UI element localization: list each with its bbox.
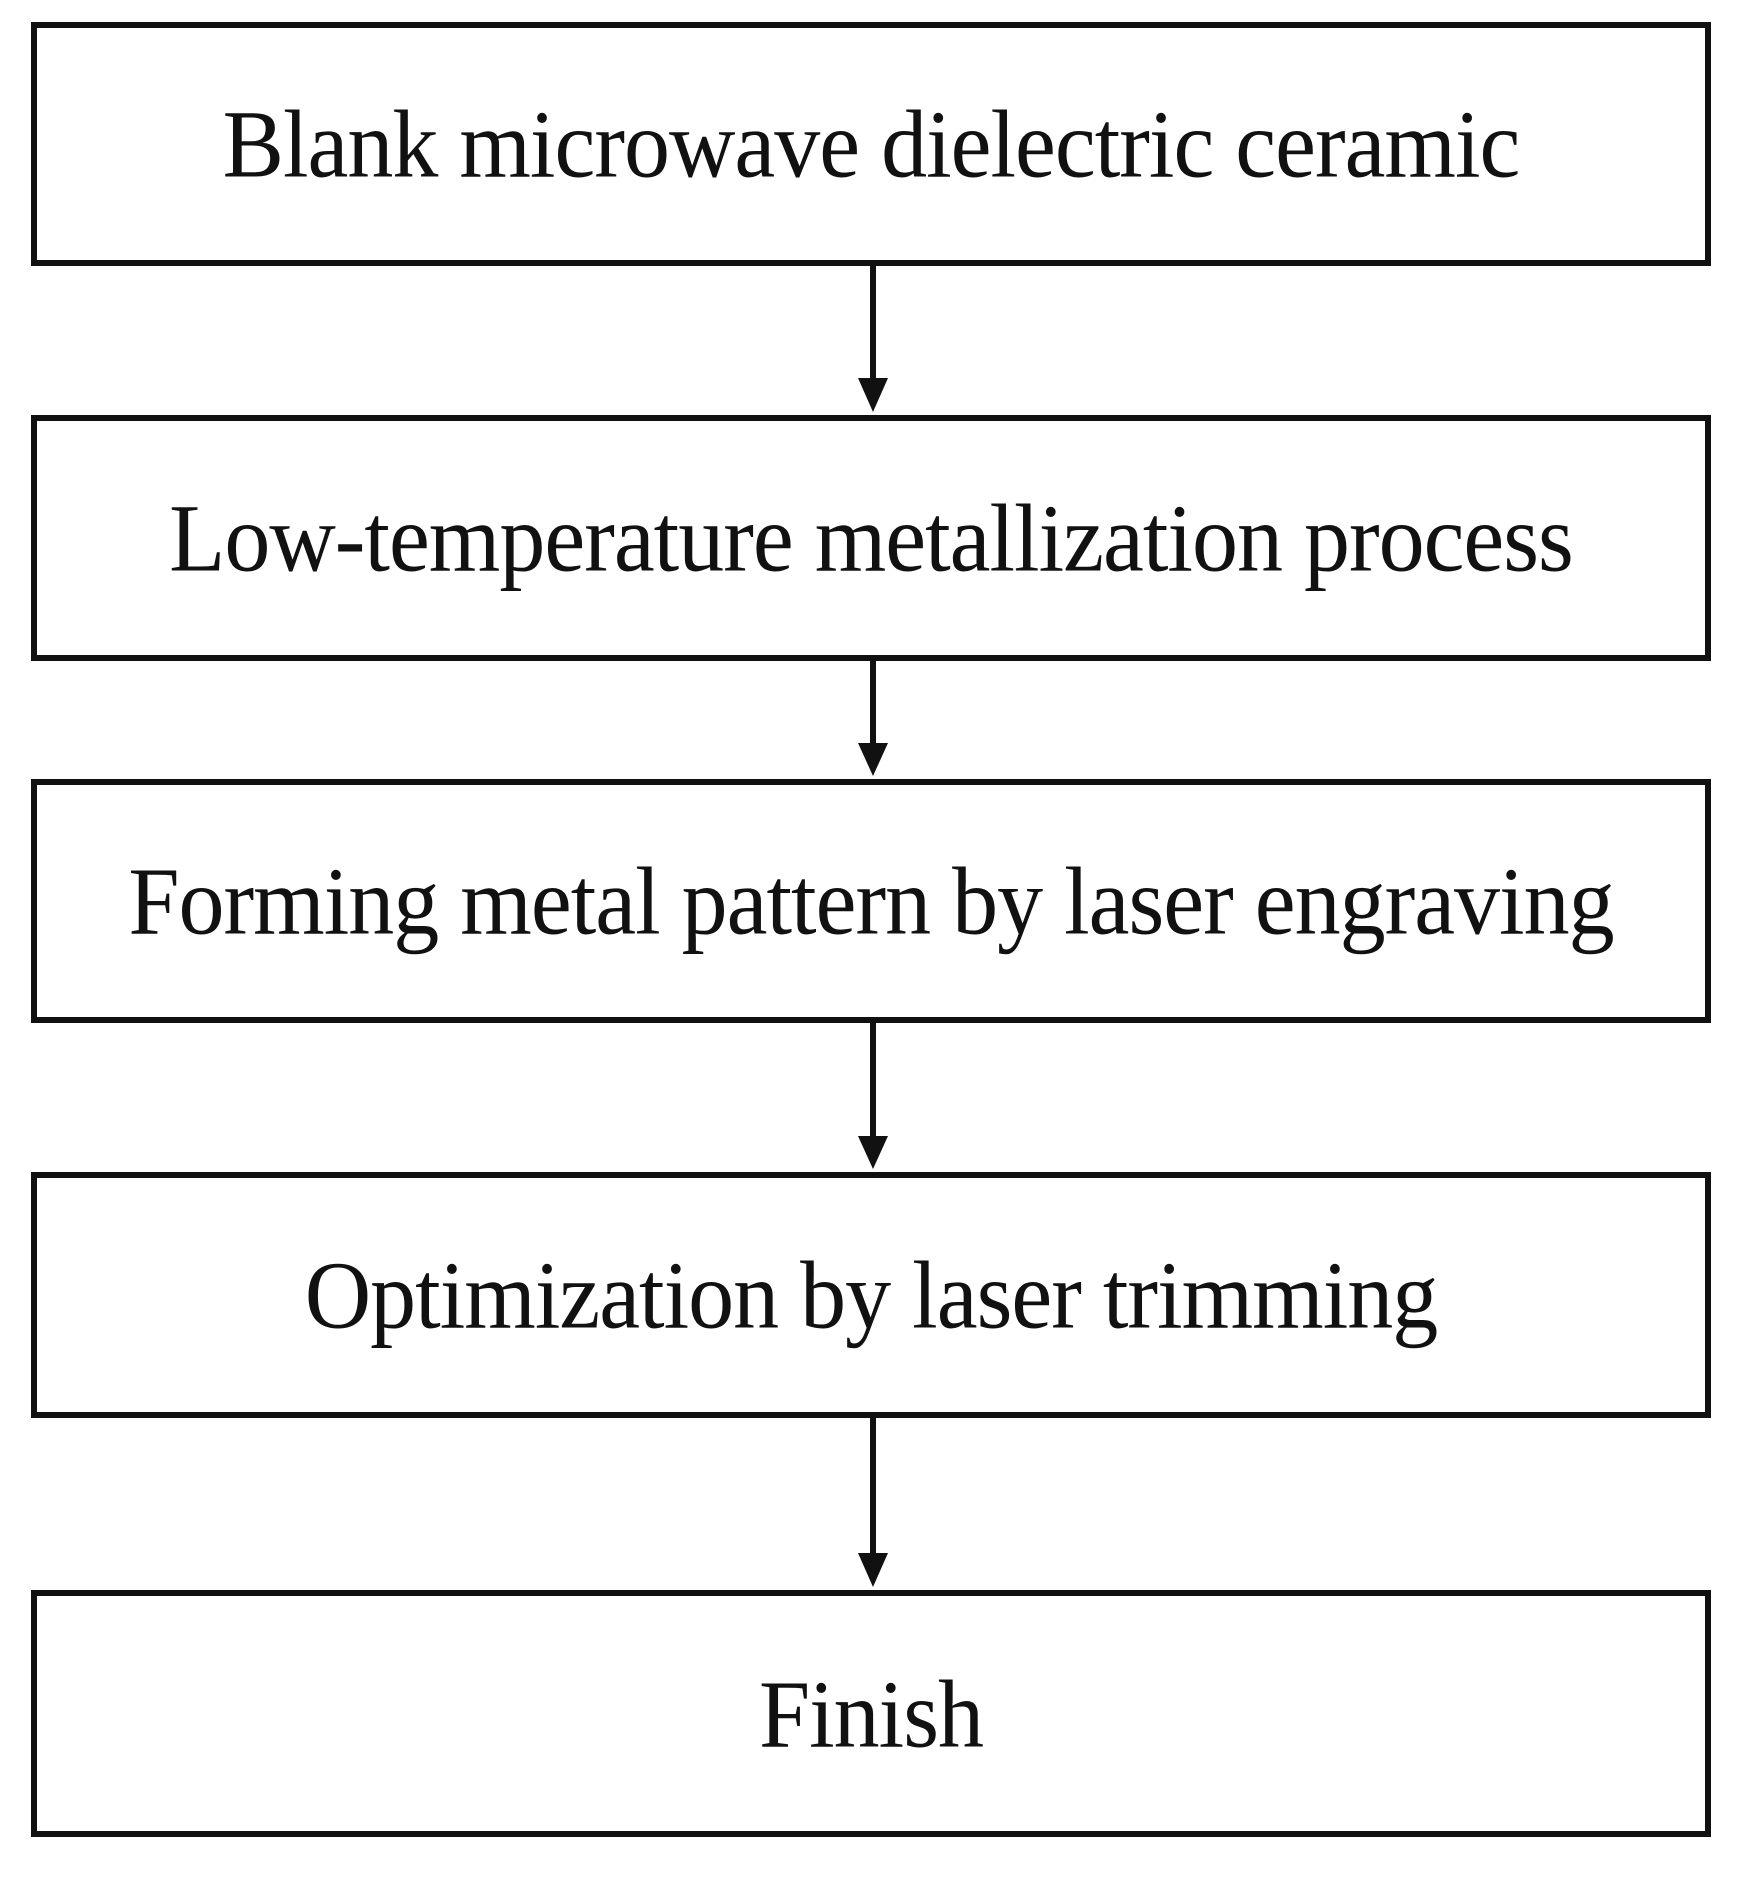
arrow-step3-to-step4 xyxy=(858,1023,888,1169)
step-box-metallization: Low-temperature metallization process xyxy=(31,415,1711,661)
step-label: Blank microwave dielectric ceramic xyxy=(222,90,1521,198)
step-box-laser-engraving: Forming metal pattern by laser engraving xyxy=(31,779,1711,1023)
arrow-step2-to-step3 xyxy=(858,661,888,776)
step-box-blank-ceramic: Blank microwave dielectric ceramic xyxy=(31,22,1711,266)
step-label: Forming metal pattern by laser engraving xyxy=(128,847,1614,955)
step-label: Low-temperature metallization process xyxy=(169,484,1574,592)
step-label: Finish xyxy=(758,1659,984,1768)
step-label: Optimization by laser trimming xyxy=(304,1241,1439,1349)
arrow-step1-to-step2 xyxy=(858,266,888,412)
step-box-laser-trimming: Optimization by laser trimming xyxy=(31,1172,1711,1418)
step-box-finish: Finish xyxy=(31,1590,1711,1837)
arrow-step4-to-step5 xyxy=(858,1418,888,1587)
